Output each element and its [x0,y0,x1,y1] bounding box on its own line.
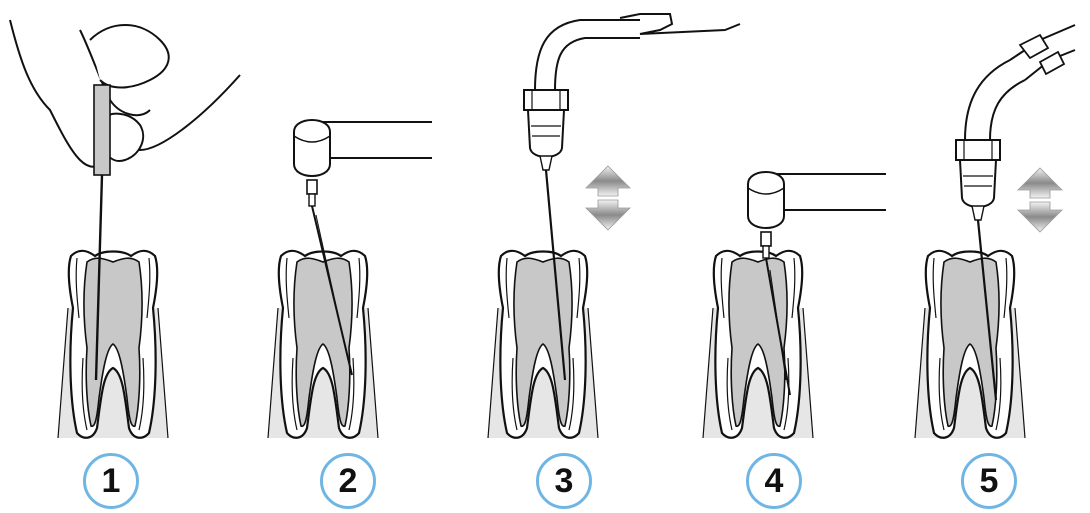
step-number-badge-3: 3 [536,453,592,509]
step-3-illustration [486,13,741,440]
step-1-illustration [9,19,241,440]
step-4-illustration [701,171,887,440]
step-number-badge-2: 2 [320,453,376,509]
vertical-motion-arrow-icon [585,165,631,231]
step-number-badge-1: 1 [83,453,139,509]
step-number-badge-5: 5 [961,453,1017,509]
vertical-motion-arrow-icon [1017,167,1063,233]
step-5-illustration [913,24,1076,440]
step-2-illustration [266,119,433,440]
step-number-badge-4: 4 [746,453,802,509]
